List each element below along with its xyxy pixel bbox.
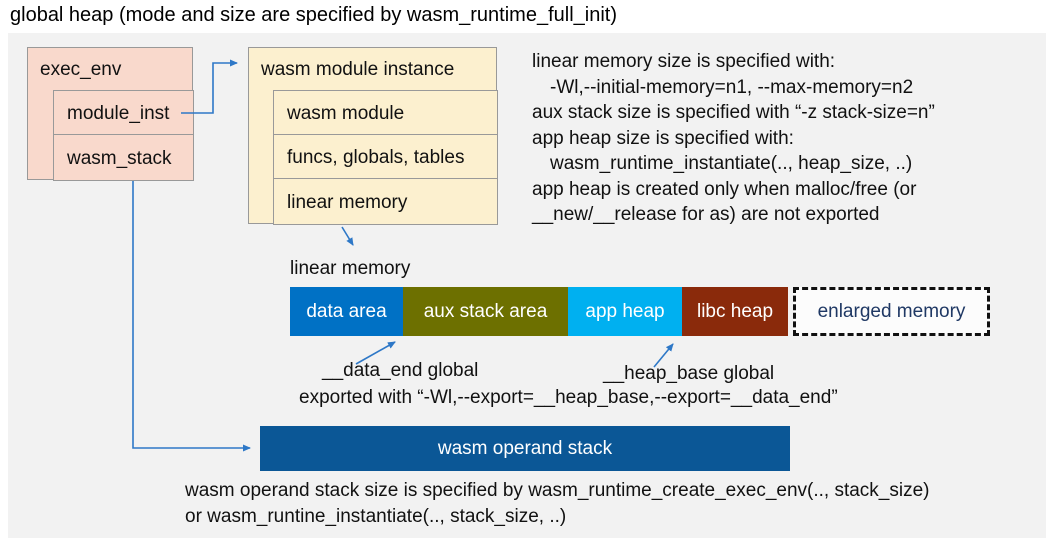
segment-libc-heap: libc heap	[682, 287, 788, 336]
note-line: or wasm_runtine_instantiate(.., stack_si…	[185, 506, 567, 527]
note-line: linear memory size is specified with:	[532, 51, 836, 72]
note-line: aux stack size is specified with “-z sta…	[532, 102, 935, 123]
segment-app-heap: app heap	[568, 287, 682, 336]
data-end-global-label: __data_end global	[322, 360, 479, 381]
exec-env-row-wasm-stack: wasm_stack	[53, 134, 194, 181]
notes-right: linear memory size is specified with: -W…	[532, 49, 1042, 228]
exec-env-box: exec_env module_inst wasm_stack	[27, 47, 194, 181]
module-instance-box: wasm module instance wasm module funcs, …	[248, 47, 498, 225]
module-instance-row-wasm-module: wasm module	[273, 90, 498, 135]
linear-memory-label: linear memory	[290, 258, 411, 279]
wasm-operand-stack-bar: wasm operand stack	[260, 426, 790, 471]
segment-enlarged-memory: enlarged memory	[793, 287, 990, 336]
exec-env-row-module-inst: module_inst	[53, 90, 194, 135]
module-instance-row-funcs-globals-tables: funcs, globals, tables	[273, 134, 498, 179]
note-line: wasm_runtime_instantiate(.., heap_size, …	[550, 153, 913, 174]
module-instance-header: wasm module instance	[261, 59, 455, 80]
segment-data-area: data area	[290, 287, 403, 336]
note-line: app heap size is specified with:	[532, 127, 794, 149]
note-line: -Wl,--initial-memory=n1, --max-memory=n2	[550, 76, 914, 98]
heap-base-global-label: __heap_base global	[603, 363, 775, 384]
module-instance-row-linear-memory: linear memory	[273, 178, 498, 225]
segment-aux-stack-area: aux stack area	[403, 287, 568, 336]
exec-env-header: exec_env	[40, 59, 122, 80]
notes-bottom: wasm operand stack size is specified by …	[185, 478, 930, 530]
note-line: wasm operand stack size is specified by …	[185, 480, 930, 501]
note-line: app heap is created only when malloc/fre…	[532, 178, 917, 200]
diagram-title: global heap (mode and size are specified…	[10, 4, 617, 26]
exported-with-label: exported with “-Wl,--export=__heap_base,…	[299, 387, 838, 408]
note-line: __new/__release for as) are not exported	[532, 204, 880, 225]
